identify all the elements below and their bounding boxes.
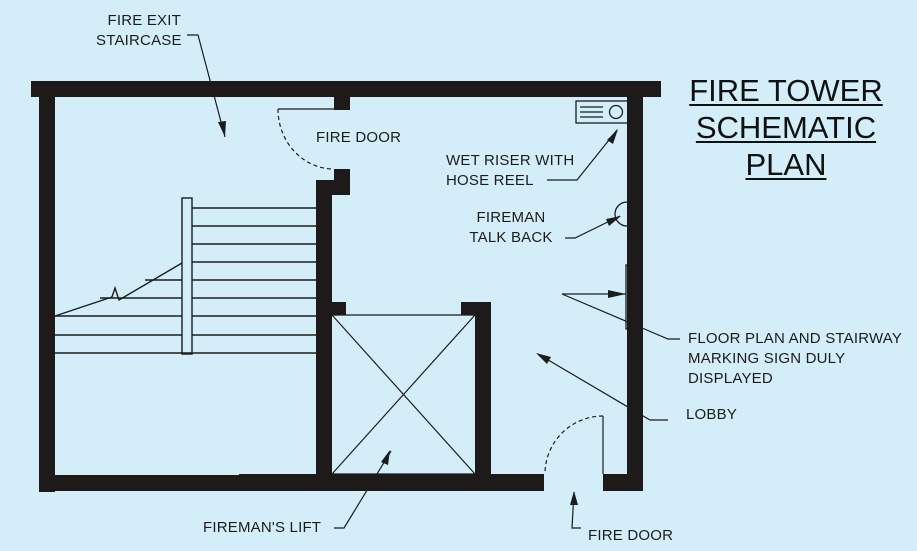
- label-line: FIREMAN: [476, 209, 546, 226]
- leaders: [187, 34, 680, 529]
- fixtures: [575, 100, 630, 330]
- title-line-3: PLAN: [745, 147, 827, 182]
- label-line: MARKING SIGN DULY: [688, 350, 846, 367]
- label-line: HOSE REEL: [446, 172, 534, 189]
- label-firemans-lift: FIREMAN'S LIFT: [203, 519, 322, 536]
- staircase: [54, 197, 316, 355]
- label-fire-exit-staircase: FIRE EXIT STAIRCASE: [96, 11, 182, 51]
- label-line: WET RISER WITH: [446, 152, 575, 169]
- label-floor-plan-sign: FLOOR PLAN AND STAIRWAY MARKING SIGN DUL…: [688, 329, 902, 389]
- page-title: FIRE TOWER SCHEMATIC PLAN: [672, 72, 900, 183]
- label-lobby: LOBBY: [686, 406, 738, 423]
- arrowheads: [218, 121, 626, 505]
- label-fire-door-top: FIRE DOOR: [316, 129, 402, 146]
- label-wet-riser: WET RISER WITH HOSE REEL: [446, 151, 574, 191]
- label-line: FIRE EXIT: [107, 12, 181, 29]
- label-line: FLOOR PLAN AND STAIRWAY: [688, 330, 903, 347]
- label-line: TALK BACK: [469, 229, 553, 246]
- label-fireman-talk-back: FIREMAN TALK BACK: [466, 208, 556, 248]
- title-line-2: SCHEMATIC: [695, 110, 877, 145]
- label-line: STAIRCASE: [96, 32, 182, 49]
- walls: [31, 81, 661, 492]
- label-line: DISPLAYED: [688, 370, 773, 387]
- label-fire-door-bottom: FIRE DOOR: [588, 527, 674, 544]
- lift-shaft: [331, 314, 476, 475]
- doors: [277, 108, 604, 475]
- title-line-1: FIRE TOWER: [689, 73, 883, 108]
